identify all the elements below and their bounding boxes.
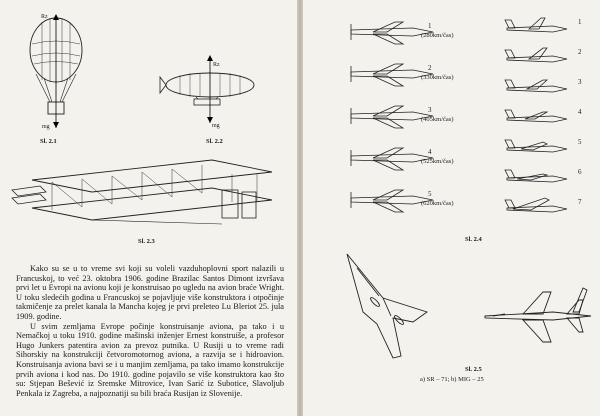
paragraph-1: Kako su se u to vreme svi koji su voleli… xyxy=(16,264,284,321)
balloon-illustration xyxy=(29,14,83,128)
mig25-illustration xyxy=(484,287,592,343)
jets-column xyxy=(504,17,568,213)
fig-2-1-caption: Sl. 2.1 xyxy=(40,138,57,145)
prop-plane-5-number: 5 xyxy=(428,190,432,198)
book-gutter xyxy=(297,0,303,416)
fig-2-5-sub-caption: a) SR – 71; b) MIG – 25 xyxy=(420,376,484,383)
left-page: Rz mg Sl. 2.1 Rz mg Sl. 2.2 xyxy=(0,0,297,416)
prop-plane-1-number: 1 xyxy=(428,22,432,30)
sr71-illustration xyxy=(346,253,428,359)
jet-3-number: 3 xyxy=(578,78,582,86)
prop-planes-column xyxy=(350,21,434,213)
jet-1-number: 1 xyxy=(578,18,582,26)
fig-2-3-caption: Sl. 2.3 xyxy=(138,238,155,245)
prop-plane-2-number: 2 xyxy=(428,64,432,72)
prop-plane-4-number: 4 xyxy=(428,148,432,156)
fig-2-2-caption: Sl. 2.2 xyxy=(206,138,223,145)
prop-plane-1-speed: (280km/čas) xyxy=(421,32,454,39)
fig-2-5-caption: Sl. 2.5 xyxy=(465,366,482,373)
prop-plane-3-speed: (405km/čas) xyxy=(421,116,454,123)
biplane-illustration xyxy=(11,159,273,225)
fig-2-1-mg-label: mg xyxy=(42,124,50,130)
jet-5-number: 5 xyxy=(578,138,582,146)
prop-plane-3-number: 3 xyxy=(428,106,432,114)
fig-2-2-rz-label: Rz xyxy=(213,62,220,68)
prop-plane-4-speed: (525km/čas) xyxy=(421,158,454,165)
right-page: 1 (280km/čas) 2 (330km/čas) 3 (405km/čas… xyxy=(303,0,600,416)
airship-illustration xyxy=(159,55,255,123)
jet-7-number: 7 xyxy=(578,198,582,206)
prop-plane-5-speed: (620km/čas) xyxy=(421,200,454,207)
paragraph-2: U svim zemljama Evrope počinje konstruis… xyxy=(16,321,284,398)
body-text: Kako su se u to vreme svi koji su voleli… xyxy=(16,264,284,398)
jet-2-number: 2 xyxy=(578,48,582,56)
fig-2-2-mg-label: mg xyxy=(212,123,220,129)
jet-6-number: 6 xyxy=(578,168,582,176)
prop-plane-2-speed: (330km/čas) xyxy=(421,74,454,81)
fig-2-1-rz-label: Rz xyxy=(41,14,48,20)
jet-4-number: 4 xyxy=(578,108,582,116)
fig-2-4-caption: Sl. 2.4 xyxy=(465,236,482,243)
